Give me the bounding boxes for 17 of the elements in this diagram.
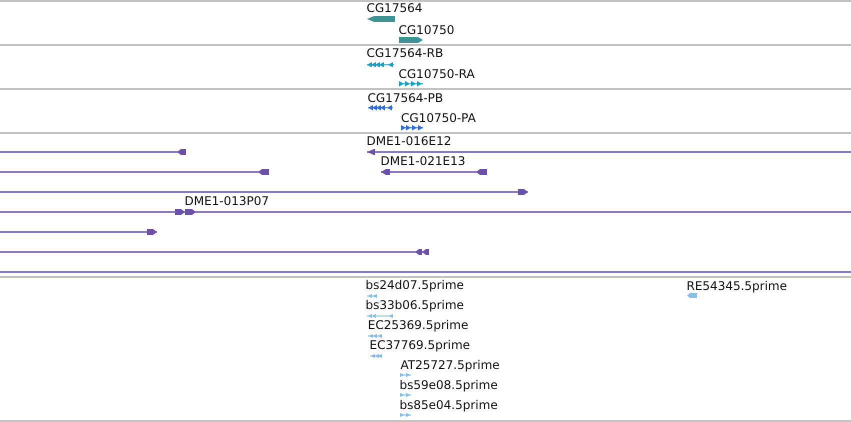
feature-label: EC37769.5prime <box>370 339 470 352</box>
feature-label: CG10750 <box>398 24 454 37</box>
feature-label: RE54345.5prime <box>686 280 787 293</box>
feature-label: CG10750-RA <box>398 68 475 81</box>
feature-label: bs24d07.5prime <box>366 279 464 292</box>
feature-label: CG17564 <box>366 2 422 15</box>
feature-label: DME1-021E13 <box>380 155 466 168</box>
feature-label: DME1-013P07 <box>184 195 270 208</box>
feature-label: CG10750-PA <box>401 112 476 125</box>
feature-label: bs59e08.5prime <box>400 379 498 392</box>
feature-label: AT25727.5prime <box>400 359 500 372</box>
feature-label: EC25369.5prime <box>368 319 468 332</box>
feature-label: CG17564-RB <box>366 47 444 60</box>
feature-label: bs85e04.5prime <box>400 399 498 412</box>
feature-label: DME1-016E12 <box>366 135 452 148</box>
feature-label: bs33b06.5prime <box>366 299 464 312</box>
feature-label: CG17564-PB <box>368 92 444 105</box>
